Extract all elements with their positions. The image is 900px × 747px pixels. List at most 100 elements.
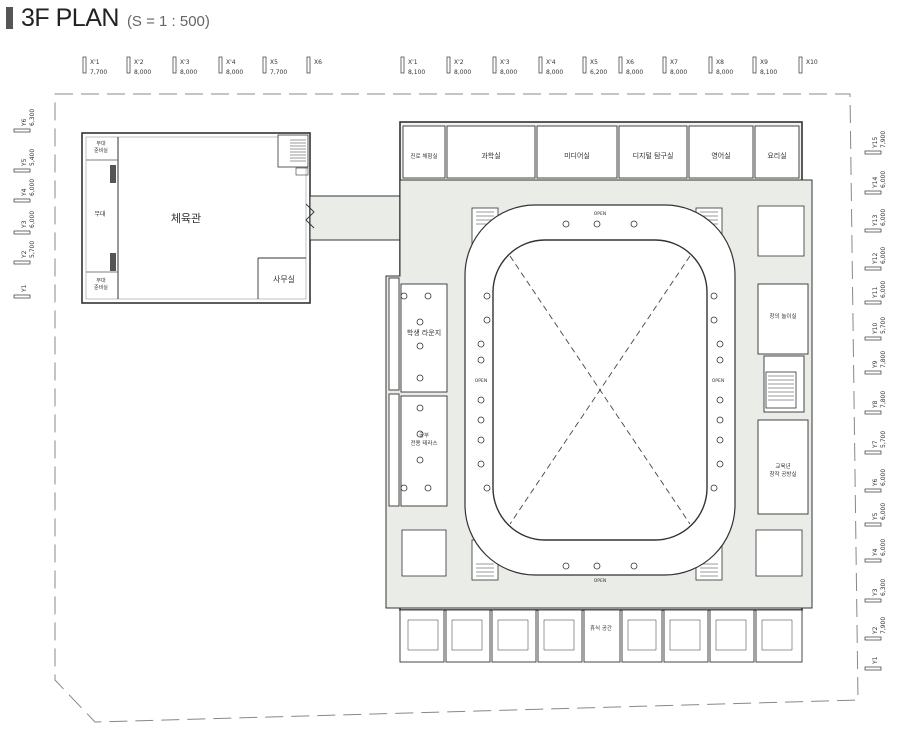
- plan-title: 3F PLAN: [21, 4, 119, 32]
- grid-x-right-marker-0: X'1 8,100: [400, 56, 425, 76]
- grid-x-right-dim-3: 8,000: [546, 69, 563, 76]
- grid-x-right-dim-7: 8,000: [716, 69, 733, 76]
- grid-y-right-dim-0: 7,900: [880, 131, 887, 148]
- grid-y-right-dim-13: 7,900: [880, 617, 887, 634]
- grid-y-right-dim-6: 7,800: [880, 351, 887, 368]
- grid-x-right-marker-4: X5 6,200: [582, 56, 607, 76]
- grid-x-left-dim-3: 8,000: [226, 69, 243, 76]
- grid-x-left-label-1: X'2: [134, 59, 144, 66]
- grid-x-right-marker-3: X'4 8,000: [538, 56, 563, 76]
- room-label-open-left: OPEN: [475, 378, 487, 384]
- grid-y-left-label-5: Y1: [21, 284, 28, 293]
- grid-y-right-label-0: Y15: [872, 137, 879, 149]
- grid-x-right-marker-6: X78,000: [662, 56, 687, 76]
- grid-x-left-dim-0: 7,700: [90, 69, 107, 76]
- grid-x-left-label-0: X'1: [90, 59, 100, 66]
- grid-x-left-dim-1: 8,000: [134, 69, 151, 76]
- stage-prep-line1-b: 무대: [96, 277, 106, 284]
- room-label-cooking: 요리실: [767, 151, 786, 160]
- grid-y-right-dim-8: 5,700: [880, 431, 887, 448]
- grid-x-right-dim-4: 6,200: [590, 69, 607, 76]
- room-label-open-top: OPEN: [594, 211, 606, 217]
- grid-y-right-dim-5: 5,700: [880, 317, 887, 334]
- grid-x-left-marker-3: X'48,000: [218, 56, 243, 76]
- grid-x-right-label-0: X'1: [408, 59, 418, 66]
- grid-x-right: X'18,100X'28,000X'38,000X'48,000X56,200X…: [400, 56, 818, 76]
- teacher-line1: 교육년: [775, 462, 790, 470]
- grid-y-right-label-10: Y5: [872, 512, 879, 521]
- grid-y-right-marker-14: Y1: [864, 656, 882, 671]
- grid-x-right-label-3: X'4: [546, 59, 556, 66]
- grid-x-right-label-8: X9: [760, 59, 768, 66]
- grid-x-right-label-2: X'3: [500, 59, 510, 66]
- grid-x-right-dim-1: 8,000: [454, 69, 471, 76]
- grid-x-left-marker-2: X'3 8,000: [172, 56, 197, 76]
- grid-x-right-dim-6: 8,000: [670, 69, 687, 76]
- grid-y-left-label-2: Y4: [21, 188, 28, 197]
- grid-x-right-dim-0: 8,100: [408, 69, 425, 76]
- grid-y-left-label-1: Y5: [21, 158, 28, 167]
- grid-y-right-dim-3: 6,000: [880, 247, 887, 264]
- terrace-line2: 전용 테라스: [410, 439, 437, 447]
- room-label-media: 미디어실: [564, 151, 590, 160]
- grid-y-left-dim-1: 5,400: [29, 149, 36, 166]
- room-label-open-bottom: OPEN: [594, 578, 606, 584]
- room-label-career: 진로 체험실: [410, 152, 437, 160]
- grid-y-left-label-3: Y3: [21, 220, 28, 229]
- grid-x-left-label-2: X'3: [180, 59, 190, 66]
- grid-y-right-dim-12: 6,300: [880, 579, 887, 596]
- room-label-digital: 디지털 탐구실: [633, 151, 674, 160]
- grid-x-right-label-1: X'2: [454, 59, 464, 66]
- room-label-office: 사무실: [273, 274, 295, 284]
- room-label-stage: 무대: [94, 210, 105, 218]
- grid-x-right-label-4: X5: [590, 59, 598, 66]
- grid-x-left-label-4: X5: [270, 59, 278, 66]
- grid-y-right-dim-1: 6,000: [880, 171, 887, 188]
- stage-prep-line1: 무대: [96, 140, 106, 147]
- grid-y-left-label-4: Y2: [21, 250, 28, 259]
- plan-scale: (S = 1 : 500): [126, 13, 210, 30]
- grid-y-right-dim-11: 6,000: [880, 539, 887, 556]
- grid-y-left-dim-2: 6,000: [29, 179, 36, 196]
- room-label-english: 영어실: [711, 151, 730, 160]
- grid-y-right-label-11: Y4: [872, 548, 879, 557]
- grid-x-right-marker-9: X10: [798, 56, 818, 74]
- grid-x-right-label-9: X10: [806, 59, 818, 66]
- grid-y-left-dim-4: 5,700: [29, 241, 36, 258]
- bridge-corridor: [305, 195, 405, 241]
- grid-y-left-dim-0: 6,300: [29, 109, 36, 126]
- grid-x-left-dim-2: 8,000: [180, 69, 197, 76]
- grid-y-right-label-2: Y13: [872, 215, 879, 227]
- teacher-line2: 창작 공방실: [769, 470, 796, 478]
- grid-y-right-label-14: Y1: [872, 656, 879, 665]
- grid-y-right-dim-4: 6,000: [880, 281, 887, 298]
- grid-x-left-marker-4: X57,700: [262, 56, 287, 76]
- grid-y-right-dim-7: 7,800: [880, 391, 887, 408]
- room-label-rest: 휴식 공간: [590, 624, 612, 632]
- grid-x-right-marker-8: X98,100: [752, 56, 777, 76]
- grid-x-right-marker-2: X'38,000: [492, 56, 517, 76]
- stage-prep-line2-b: 준비실: [94, 284, 108, 291]
- grid-x-left-marker-1: X'2 8,000: [126, 56, 151, 76]
- furniture-clusters: [400, 220, 724, 570]
- grid-y-right-dim-2: 6,000: [880, 209, 887, 226]
- title-bar-mark: [6, 7, 13, 29]
- grid-y-right-label-8: Y7: [872, 440, 879, 449]
- room-label-gym: 체육관: [171, 212, 201, 225]
